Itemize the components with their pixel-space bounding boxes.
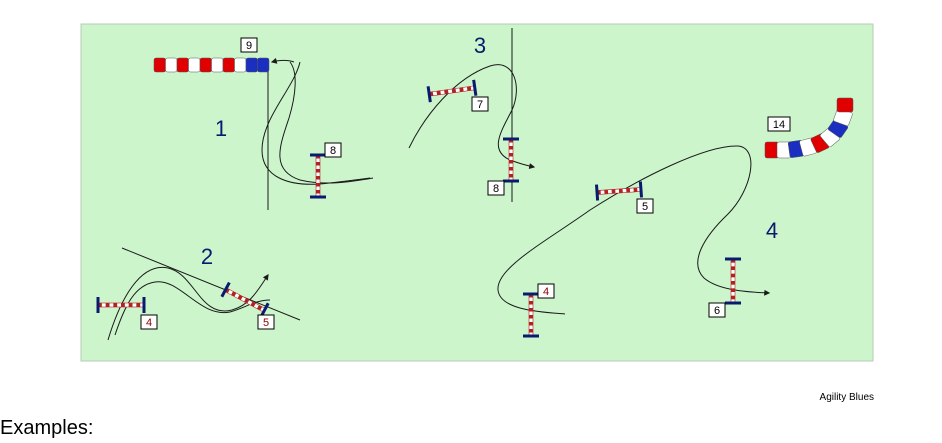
number-box: 8 (324, 142, 342, 158)
svg-text:6: 6 (714, 305, 720, 317)
jump-5 (594, 181, 644, 201)
example-label: 1 (215, 116, 227, 141)
jump-6 (725, 257, 741, 305)
jump-8 (310, 153, 326, 199)
dog-path (261, 57, 374, 185)
svg-text:14: 14 (773, 119, 785, 131)
svg-text:9: 9 (246, 40, 252, 52)
example-1: 1 9 8 (153, 37, 374, 210)
number-box: 8 (487, 180, 505, 196)
number-box: 9 (240, 37, 258, 53)
dog-path (497, 145, 771, 315)
svg-text:8: 8 (493, 183, 499, 195)
svg-text:4: 4 (146, 317, 152, 329)
jump-8 (503, 137, 519, 183)
reference-line (121, 247, 301, 321)
example-3: 3 7 8 (408, 28, 536, 202)
number-box: 6 (708, 302, 726, 318)
example-label: 3 (474, 33, 486, 58)
number-box: 4 (537, 283, 555, 299)
example-2: 2 4 5 (96, 244, 301, 341)
tunnel-14 (764, 97, 854, 159)
examples-caption: Examples: (0, 417, 94, 439)
svg-text:7: 7 (477, 99, 483, 111)
svg-text:5: 5 (642, 201, 648, 213)
svg-text:4: 4 (543, 286, 549, 298)
number-box: 7 (471, 96, 489, 112)
example-label: 2 (201, 244, 213, 269)
tunnel-9 (153, 57, 270, 73)
jump-4 (96, 297, 146, 313)
svg-text:5: 5 (263, 317, 269, 329)
example-4: 4 4 5 6 14 (497, 97, 854, 338)
credit-text: Agility Blues (819, 392, 874, 403)
jump-4 (523, 292, 539, 338)
number-box: 14 (767, 116, 791, 132)
jump-5 (220, 281, 270, 319)
number-box: 4 (140, 314, 158, 330)
number-box: 5 (257, 314, 275, 330)
number-box: 5 (636, 198, 654, 214)
svg-text:8: 8 (330, 145, 336, 157)
example-label: 4 (766, 218, 778, 243)
jump-7 (426, 79, 478, 103)
course-field (80, 23, 874, 362)
